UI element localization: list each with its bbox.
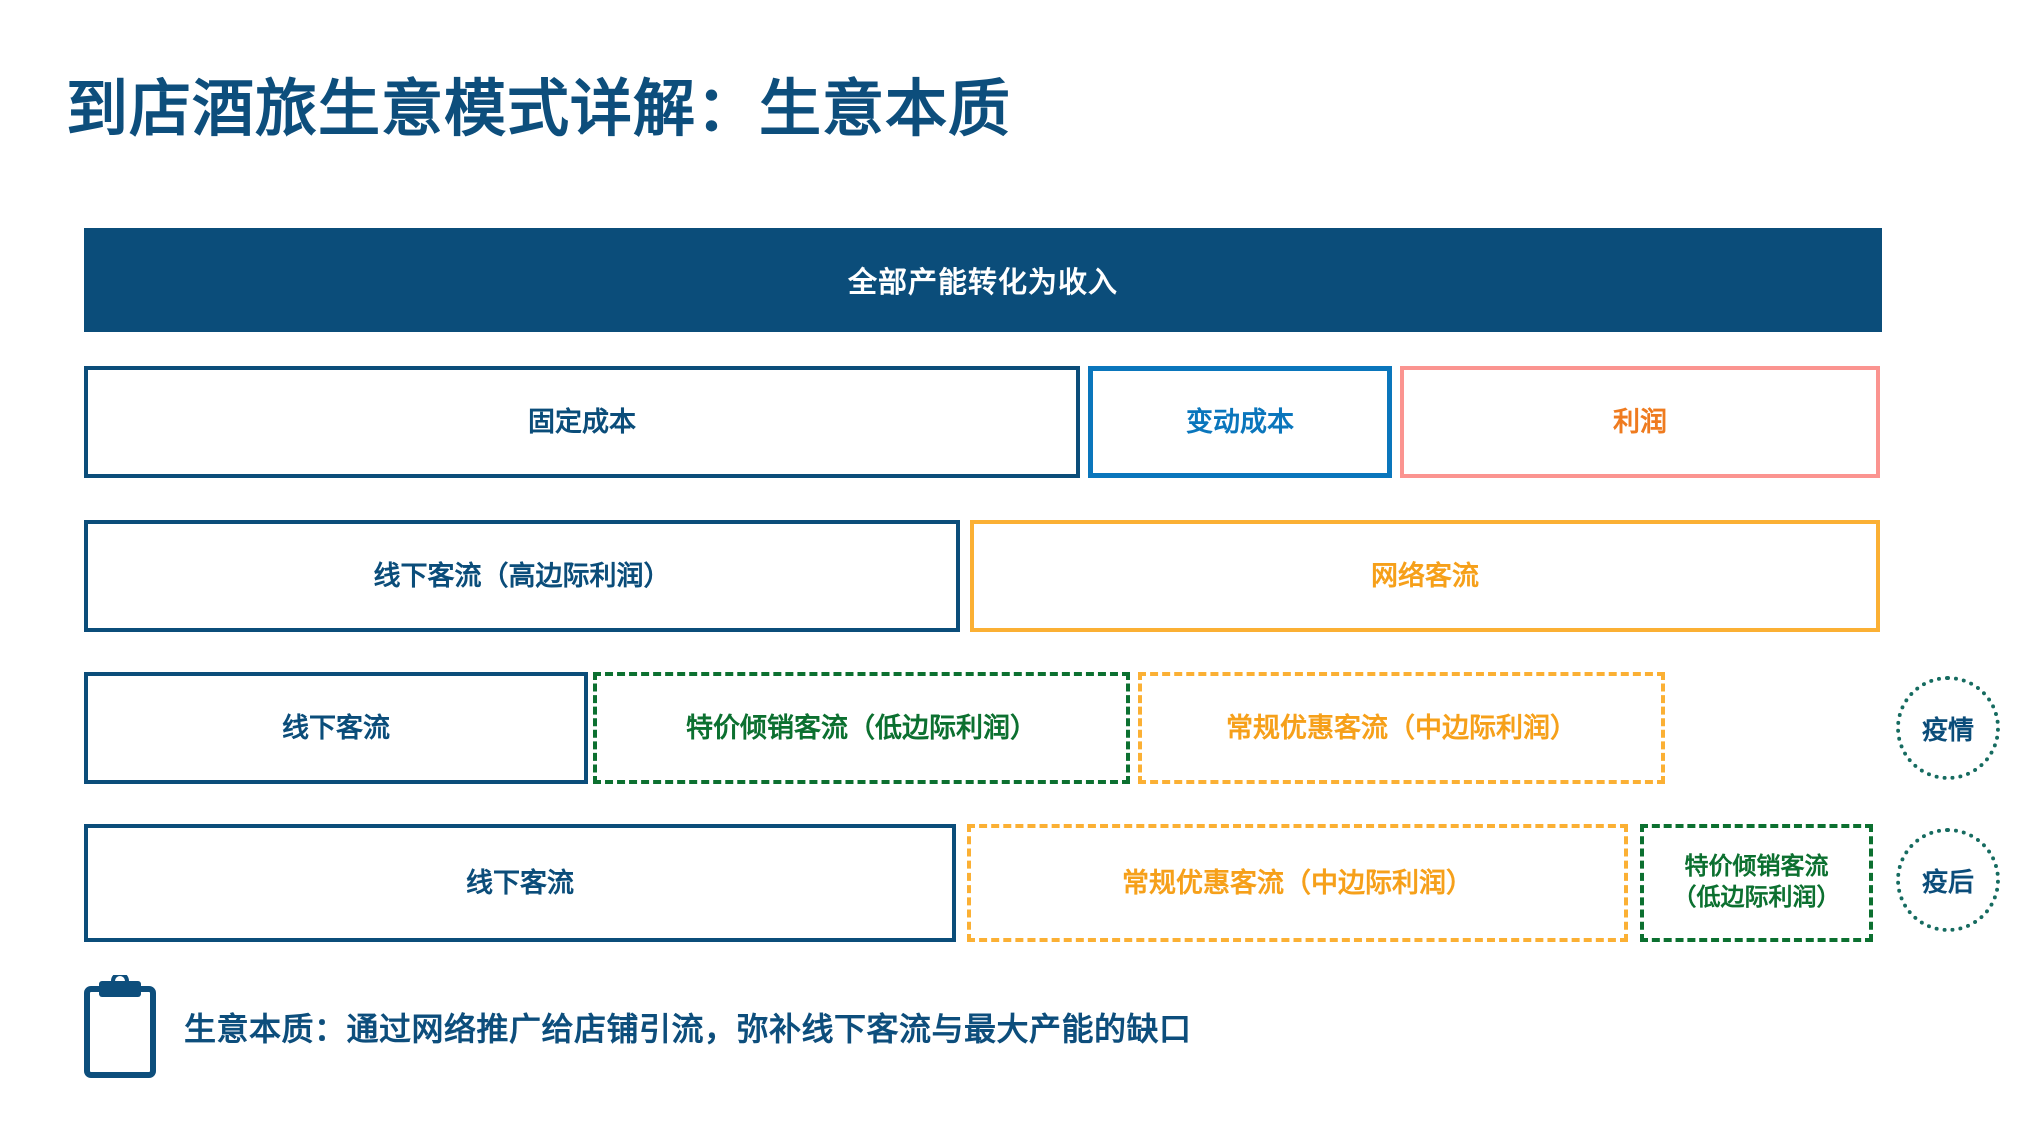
capacity-band-label: 全部产能转化为收入	[847, 267, 1118, 299]
post-epidemic-row: 线下客流 常规优惠客流（中边际利润） 特价倾销客流 （低边际利润）	[84, 824, 1882, 942]
box-epidemic-discount-dumping-traffic-label: 特价倾销客流（低边际利润）	[686, 712, 1037, 743]
box-epidemic-discount-dumping-traffic[interactable]: 特价倾销客流（低边际利润）	[593, 672, 1130, 784]
box-post-regular-promo-traffic-label: 常规优惠客流（中边际利润）	[1122, 867, 1473, 898]
footer-note-text: 生意本质：通过网络推广给店铺引流，弥补线下客流与最大产能的缺口	[184, 1011, 1192, 1047]
box-profit[interactable]: 利润	[1400, 366, 1880, 478]
box-offline-traffic-high-margin-label: 线下客流（高边际利润）	[373, 560, 671, 591]
epidemic-row: 线下客流 特价倾销客流（低边际利润） 常规优惠客流（中边际利润）	[84, 672, 1882, 784]
box-offline-traffic-high-margin[interactable]: 线下客流（高边际利润）	[84, 520, 960, 632]
box-fixed-cost[interactable]: 固定成本	[84, 366, 1080, 478]
box-epidemic-offline-traffic-label: 线下客流	[282, 712, 390, 743]
footer-note: 生意本质：通过网络推广给店铺引流，弥补线下客流与最大产能的缺口	[84, 975, 1192, 1079]
capacity-band: 全部产能转化为收入	[84, 228, 1882, 332]
cost-profit-row: 固定成本 变动成本 利润	[84, 366, 1882, 478]
tag-post-epidemic-label: 疫后	[1921, 866, 1974, 897]
box-epidemic-regular-promo-traffic-label: 常规优惠客流（中边际利润）	[1226, 712, 1577, 743]
box-epidemic-offline-traffic[interactable]: 线下客流	[84, 672, 588, 784]
box-epidemic-regular-promo-traffic[interactable]: 常规优惠客流（中边际利润）	[1138, 672, 1665, 784]
box-post-discount-dumping-traffic[interactable]: 特价倾销客流 （低边际利润）	[1640, 824, 1873, 942]
tag-epidemic-label: 疫情	[1921, 714, 1974, 745]
clipboard-icon	[84, 975, 156, 1078]
box-post-offline-traffic[interactable]: 线下客流	[84, 824, 956, 942]
box-network-traffic-label: 网络客流	[1371, 560, 1479, 591]
tag-post-epidemic: 疫后	[1896, 828, 2000, 932]
tag-epidemic: 疫情	[1896, 676, 2000, 780]
box-profit-label: 利润	[1613, 406, 1667, 437]
box-post-regular-promo-traffic[interactable]: 常规优惠客流（中边际利润）	[967, 824, 1628, 942]
box-variable-cost-label: 变动成本	[1186, 406, 1294, 437]
box-fixed-cost-label: 固定成本	[528, 406, 636, 437]
box-variable-cost[interactable]: 变动成本	[1088, 366, 1392, 478]
box-post-offline-traffic-label: 线下客流	[466, 867, 574, 898]
page-title: 到店酒旅生意模式详解：生意本质	[66, 75, 1012, 144]
traffic-split-row: 线下客流（高边际利润） 网络客流	[84, 520, 1882, 632]
box-post-discount-dumping-traffic-label: 特价倾销客流 （低边际利润）	[1672, 853, 1841, 911]
box-network-traffic[interactable]: 网络客流	[970, 520, 1880, 632]
